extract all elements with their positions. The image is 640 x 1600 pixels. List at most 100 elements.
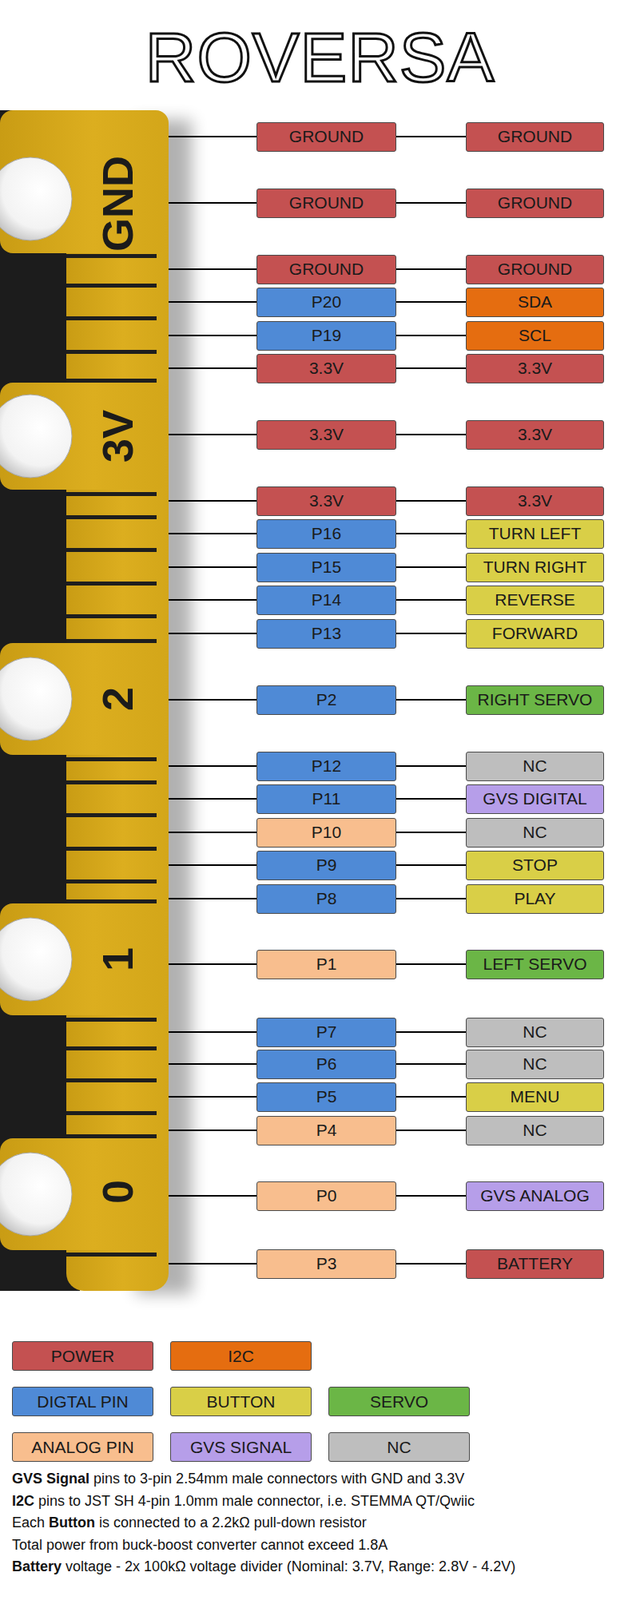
pin-name: P8: [316, 889, 338, 908]
power-pin-box: BATTERY: [465, 1249, 605, 1280]
pin-name: SCL: [518, 325, 552, 345]
legend-text: I2C: [227, 1347, 255, 1366]
digital-pin-box: P7: [256, 1017, 397, 1048]
pin-wire: [396, 765, 466, 768]
pin-name: P1: [316, 954, 338, 974]
pin-leader-lines: [168, 136, 257, 1265]
pin-wire: [396, 1096, 466, 1098]
pin-name: GVS DIGITAL: [482, 789, 587, 808]
pin-wire: [396, 1263, 466, 1265]
note-line: Total power from buck-boost converter ca…: [11, 1537, 388, 1555]
pin-name: GROUND: [497, 259, 573, 279]
note-keyword: GVS Signal: [11, 1470, 90, 1489]
power-pin-box: 3.3V: [465, 353, 605, 384]
legend-swatch: BUTTON: [170, 1387, 312, 1417]
pin-name: P7: [316, 1022, 338, 1042]
digital-pin-box: P12: [256, 751, 397, 782]
pin-name: NC: [522, 1120, 547, 1140]
button-pin-box: TURN LEFT: [465, 519, 605, 549]
pin-name: NC: [522, 756, 547, 776]
pin-wire: [396, 831, 466, 834]
note-line: Batteryvoltage - 2x 100kΩ voltage divide…: [11, 1558, 516, 1577]
analog-pin-box: P10: [256, 818, 397, 848]
pin-name: REVERSE: [494, 590, 575, 609]
pin-name: FORWARD: [492, 624, 578, 643]
pin-name: RIGHT SERVO: [477, 690, 593, 709]
digital-pin-box: P9: [256, 850, 397, 881]
servo-pin-box: LEFT SERVO: [465, 950, 605, 980]
pin-name: P15: [311, 557, 342, 577]
pad-holes: [0, 157, 72, 1237]
note-line: GVS Signalpins to 3-pin 2.54mm male conn…: [11, 1470, 465, 1489]
pin-name: P10: [311, 822, 342, 842]
power-pin-box: 3.3V: [465, 420, 605, 450]
power-pin-box: GROUND: [465, 188, 605, 219]
legend-swatch: DIGTAL PIN: [11, 1387, 154, 1417]
pin-name: 3.3V: [309, 358, 344, 378]
pin-name: TURN LEFT: [488, 524, 582, 543]
pin-wire: [396, 599, 466, 601]
pin-name: NC: [522, 822, 547, 842]
note-text: Each: [11, 1514, 45, 1533]
pin-wire: [396, 268, 466, 271]
pin-name: P12: [311, 756, 342, 776]
pin-name: GROUND: [289, 127, 364, 146]
no-connect-box: NC: [465, 1049, 605, 1080]
note-keyword: Button: [48, 1514, 96, 1533]
pin-name: 3.3V: [309, 491, 344, 510]
button-pin-box: PLAY: [465, 884, 605, 915]
digital-pin-box: P13: [256, 619, 397, 649]
pin-wire: [396, 632, 466, 635]
power-pin-box: 3.3V: [256, 420, 397, 450]
servo-pin-box: RIGHT SERVO: [465, 685, 605, 716]
pin-wire: [396, 367, 466, 370]
pin-name: SDA: [517, 292, 553, 311]
power-pin-box: 3.3V: [256, 486, 397, 517]
pin-name: 3.3V: [309, 425, 344, 444]
pin-name: 3.3V: [517, 358, 553, 378]
analog-pin-box: P0: [256, 1181, 397, 1212]
legend-swatch: SERVO: [328, 1387, 470, 1417]
pin-name: P4: [316, 1120, 338, 1140]
digital-pin-box: P6: [256, 1049, 397, 1080]
pin-wire: [396, 963, 466, 966]
title: ROVERSA: [0, 22, 640, 93]
pin-name: P11: [312, 789, 342, 808]
pin-name: P6: [316, 1054, 338, 1074]
pin-wire: [396, 864, 466, 867]
pin-name: P16: [311, 524, 342, 543]
digital-pin-box: P20: [256, 287, 397, 318]
i2c-pin-box: SDA: [465, 287, 605, 318]
pin-name: P13: [311, 624, 342, 643]
button-pin-box: TURN RIGHT: [465, 552, 605, 583]
pin-wire: [396, 1129, 466, 1132]
note-keyword: I2C: [11, 1493, 35, 1511]
no-connect-box: NC: [465, 1017, 605, 1048]
digital-pin-box: P11: [256, 784, 397, 815]
pin-wire: [396, 1195, 466, 1197]
pin-name: P5: [316, 1087, 338, 1106]
no-connect-box: NC: [465, 818, 605, 848]
power-pin-box: GROUND: [465, 122, 605, 152]
pin-name: GROUND: [497, 127, 573, 146]
pin-name: P19: [311, 325, 342, 345]
pin-name: TURN RIGHT: [483, 557, 588, 577]
button-pin-box: MENU: [465, 1082, 605, 1113]
pin-name: P14: [311, 590, 342, 609]
pad-label: 1: [95, 947, 140, 972]
pin-wire: [396, 301, 466, 303]
pin-wire: [396, 898, 466, 900]
pin-wire: [396, 202, 466, 204]
pin-wire: [396, 532, 466, 535]
pin-name: GROUND: [289, 193, 364, 212]
pin-name: P3: [316, 1254, 338, 1273]
pin-wire: [396, 798, 466, 800]
pin-name: P2: [316, 690, 338, 709]
no-connect-box: NC: [465, 1116, 605, 1146]
power-pin-box: GROUND: [256, 188, 397, 219]
pin-name: NC: [522, 1054, 547, 1074]
power-pin-box: GROUND: [256, 122, 397, 152]
pin-wire: [396, 433, 466, 436]
legend-swatch: NC: [328, 1432, 470, 1463]
pin-name: GROUND: [289, 259, 364, 279]
